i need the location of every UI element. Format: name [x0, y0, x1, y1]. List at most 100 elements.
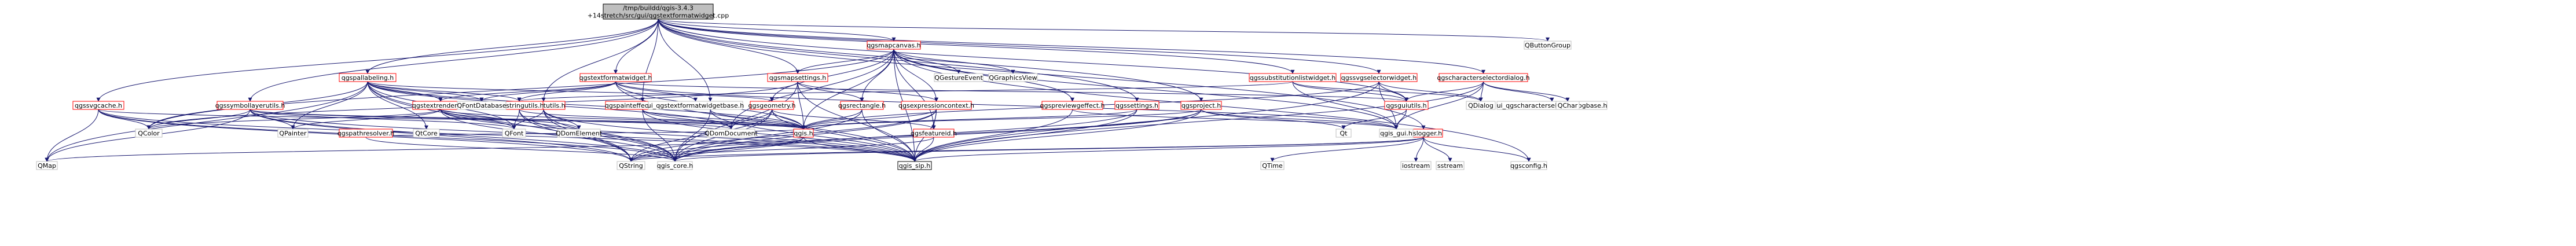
node-label-QFontDatabase: QFontDatabase	[457, 102, 506, 109]
edge-qgsfontutils-to-QDomElement	[543, 109, 581, 130]
edge-qgspallabeling-to-QFontDatabase	[367, 81, 484, 102]
node-qgscharacterselectordialog[interactable]: qgscharacterselectordialog.h	[1437, 73, 1530, 82]
node-label-ui_qgscharacterselectdialogbase: ui_qgscharacterselectdialogbase.h	[1497, 102, 1608, 109]
node-box-QGestureEvent	[934, 73, 984, 82]
edge-qgsmapsettings-to-qgsrectangle	[797, 81, 864, 102]
node-qgsstringutils[interactable]: qgsstringutils.h	[495, 101, 544, 110]
node-box-qgsconfig	[1510, 161, 1547, 170]
node-label-qgspreviewgeffect: qgspreviewgeffect.h	[1040, 102, 1105, 109]
edge-qgssettings-to-qgis_core	[673, 109, 1137, 162]
node-label-QDomDocument: QDomDocument	[704, 130, 758, 137]
edge-qgseffectstack-to-qgis_core	[673, 109, 711, 162]
node-qgspreviewgeffect[interactable]: qgspreviewgeffect.h	[1040, 101, 1105, 110]
edge-root-to-qgssettings	[658, 19, 1139, 102]
node-qgssvgcache[interactable]: qgssvgcache.h	[72, 101, 124, 110]
node-box-QChar	[1555, 101, 1580, 110]
node-qgsgeometry[interactable]: qgsgeometry.h	[748, 101, 796, 110]
node-qgsexpressioncontext[interactable]: qgsexpressioncontext.h	[898, 101, 974, 110]
edge-qgis-to-QMap	[45, 137, 804, 162]
node-box-qgis_sip	[897, 161, 932, 170]
edge-root-to-qgssymbollayerutils	[248, 19, 659, 102]
node-label-qgsstringutils: qgsstringutils.h	[495, 102, 544, 109]
node-box-qgis	[793, 128, 814, 138]
edge-qgsmapcanvas-to-qgsexpressioncontext	[893, 49, 938, 102]
node-qgsfeatureid[interactable]: qgsfeatureid.h	[911, 128, 957, 138]
node-root[interactable]: /tmp/buildd/qgis-3.4.3+14stretch/src/gui…	[588, 3, 729, 20]
edge-qgsrectangle-to-qgis_sip	[861, 109, 917, 162]
node-box-sstream	[1436, 161, 1465, 170]
node-qgsmapcanvas[interactable]: qgsmapcanvas.h	[867, 41, 921, 50]
node-qgssettings[interactable]: qgssettings.h	[1114, 101, 1159, 110]
edge-qgsexpressioncontext-to-qgis	[801, 109, 937, 130]
edge-qgssymbollayerutils-to-QColor	[146, 109, 251, 130]
edge-qgssubstitutionlistwidget-to-QDialog	[1292, 81, 1483, 102]
edge-layer	[45, 19, 1570, 162]
edge-qgscharacterselectordialog-to-qgis_gui	[1394, 81, 1484, 130]
node-qgspallabeling[interactable]: qgspallabeling.h	[339, 73, 397, 82]
node-qgstextrenderer[interactable]: qgstextrenderer.h	[412, 101, 469, 110]
node-QDomDocument: QDomDocument	[704, 128, 758, 138]
edge-qgstextrenderer-to-qgis	[440, 109, 806, 130]
node-QColor: QColor	[135, 128, 163, 138]
edge-qgsguiutils-to-qgis_gui	[1394, 109, 1407, 130]
node-qgslogger[interactable]: qgslogger.h	[1404, 128, 1443, 138]
edge-qgstextrenderer-to-QPainter	[291, 109, 441, 130]
node-box-qgssvgcache	[72, 101, 124, 110]
edge-qgsrectangle-to-qgis	[801, 109, 863, 130]
edge-qgsmapcanvas-to-QColor	[146, 49, 894, 130]
node-qgssubstitutionlistwidget[interactable]: qgssubstitutionlistwidget.h	[1249, 73, 1337, 82]
node-QPainter: QPainter	[277, 128, 309, 138]
node-label-qgsfeatureid: qgsfeatureid.h	[911, 130, 957, 137]
edge-qgspallabeling-to-QPainter	[291, 81, 368, 130]
edge-root-to-qgssvgselectorwidget	[658, 19, 1381, 74]
node-qgis[interactable]: qgis.h	[793, 128, 814, 138]
node-box-qgssvgselectorwidget	[1340, 73, 1418, 82]
node-qgsproject[interactable]: qgsproject.h	[1180, 101, 1222, 110]
node-label-iostream: iostream	[1402, 162, 1430, 170]
edge-qgsmapcanvas-to-QDomDocument	[729, 49, 894, 130]
edge-qgspainteffectregistry-to-QDomDocument	[642, 109, 733, 130]
node-box-qgsproject	[1180, 101, 1222, 110]
edge-qgsfeatureid-to-QString	[629, 137, 934, 162]
node-label-qgssvgcache: qgssvgcache.h	[75, 102, 122, 109]
edge-root-to-QButtonGroup	[658, 19, 1550, 42]
edge-qgsmapcanvas-to-qgsfeatureid	[893, 49, 936, 130]
node-qgspathresolver[interactable]: qgspathresolver.h	[337, 128, 395, 138]
node-label-qgsmapsettings: qgsmapsettings.h	[769, 74, 826, 82]
node-label-QtCore: QtCore	[415, 130, 438, 137]
node-QDomElement: QDomElement	[556, 128, 603, 138]
edge-qgslogger-to-sstream	[1423, 137, 1452, 162]
node-qgstextformatwidget[interactable]: qgstextformatwidget.h	[579, 73, 652, 82]
node-qgssymbollayerutils[interactable]: qgssymbollayerutils.h	[215, 101, 285, 110]
node-label-QButtonGroup: QButtonGroup	[1525, 42, 1570, 49]
edge-qgspallabeling-to-QtCore	[367, 81, 428, 130]
node-qgsmapsettings[interactable]: qgsmapsettings.h	[767, 73, 828, 82]
node-label-QDialog: QDialog	[1468, 102, 1494, 109]
edge-root-to-qgssvgcache	[96, 19, 659, 102]
node-qgssvgselectorwidget[interactable]: qgssvgselectorwidget.h	[1340, 73, 1418, 82]
edge-qgslogger-to-QString	[629, 137, 1424, 162]
edge-qgslogger-to-qgis_sip	[912, 137, 1424, 162]
node-qgis_sip[interactable]: qgis_sip.h	[897, 161, 932, 170]
node-box-QColor	[135, 128, 163, 138]
node-QtCore: QtCore	[413, 128, 440, 138]
edge-qgspreviewgeffect-to-qgis_gui	[1072, 109, 1399, 130]
node-qgsconfig: qgsconfig.h	[1510, 161, 1547, 170]
edge-qgstextformatwidget-to-qgsguiutils	[615, 81, 1408, 102]
edge-qgscharacterselectordialog-to-ui_qgscharacterselectdialogbase	[1483, 81, 1554, 102]
node-label-qgssettings: qgssettings.h	[1115, 102, 1158, 109]
edge-root-to-qgspallabeling	[365, 19, 659, 74]
edge-qgsstringutils-to-QFont	[512, 109, 520, 130]
edge-qgsexpressioncontext-to-QString	[629, 109, 937, 162]
node-qgsrectangle[interactable]: qgsrectangle.h	[838, 101, 886, 110]
node-QChar: QChar	[1555, 101, 1580, 110]
node-qgsguiutils[interactable]: qgsguiutils.h	[1384, 101, 1429, 110]
node-box-QMap	[36, 161, 58, 170]
node-box-QtCore	[413, 128, 440, 138]
node-QDialog: QDialog	[1466, 101, 1496, 110]
node-label-QFont: QFont	[505, 130, 524, 137]
node-label-qgsgeometry: qgsgeometry.h	[748, 102, 796, 109]
edge-qgsproject-to-qgis	[801, 109, 1202, 130]
edge-qgstextformatwidget-to-qgis_gui	[615, 81, 1399, 130]
node-box-QDialog	[1466, 101, 1496, 110]
